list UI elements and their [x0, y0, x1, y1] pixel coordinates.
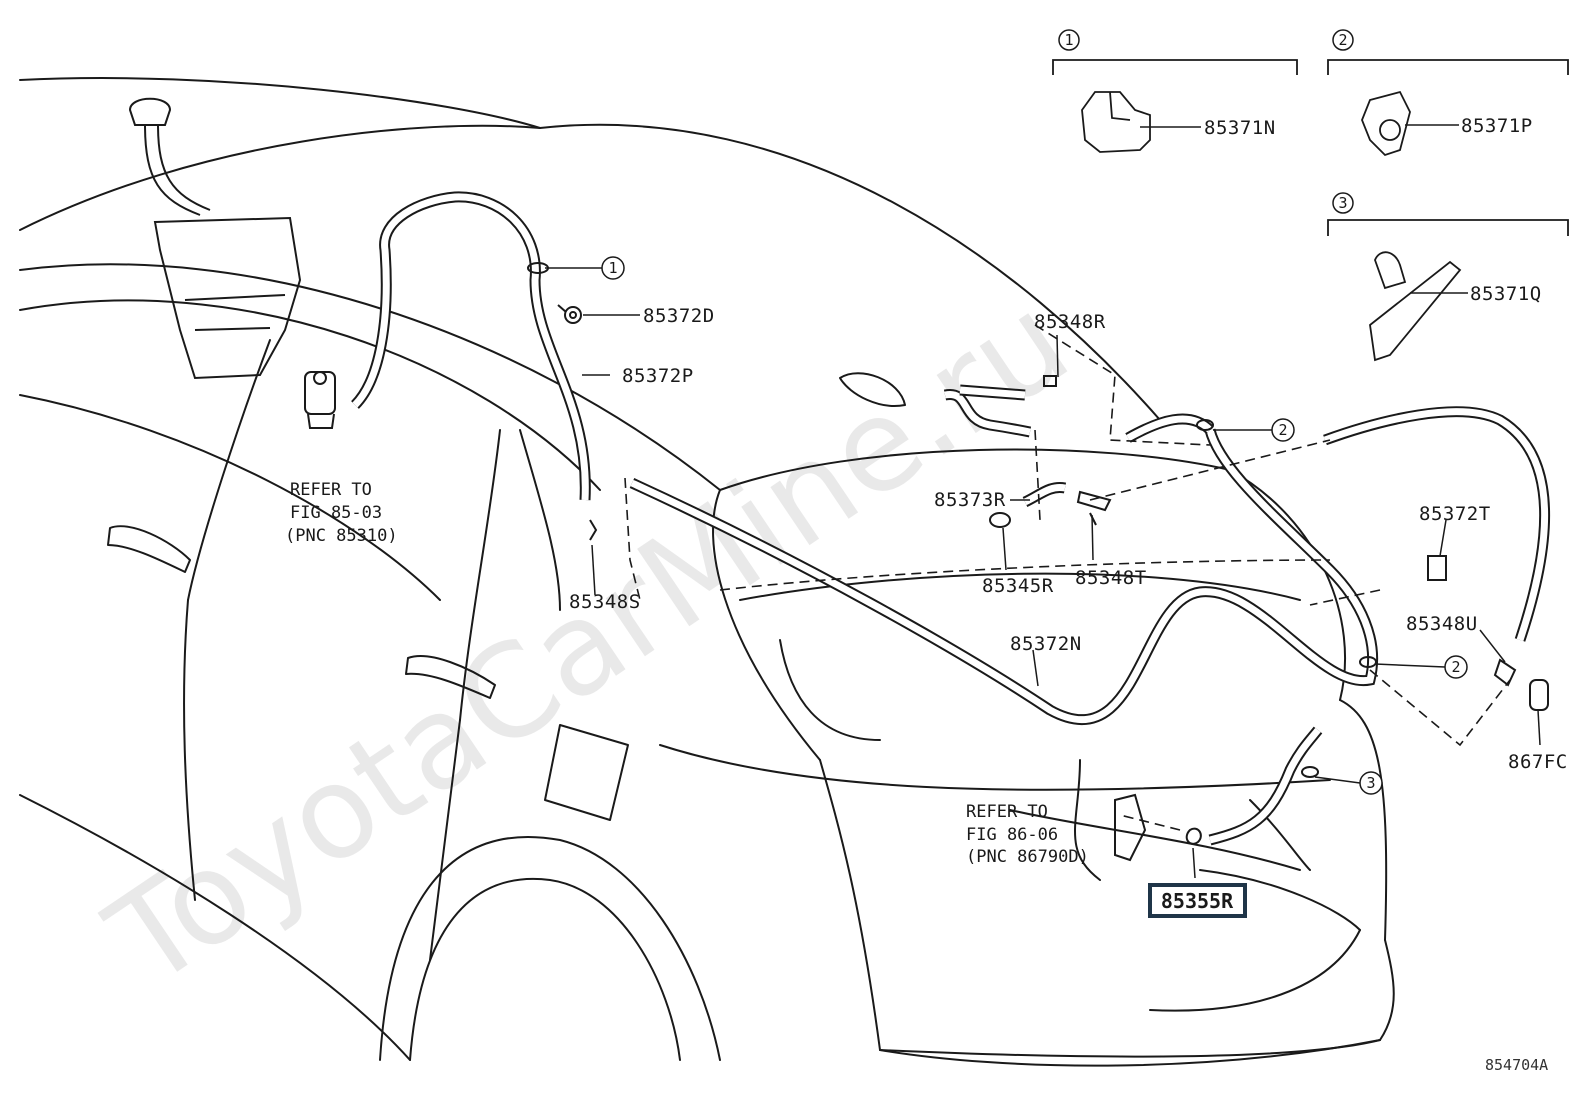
legend-callout-1: 1	[1058, 29, 1080, 51]
callout-1-hose: 1	[601, 256, 625, 280]
svg-text:(PNC 86790D): (PNC 86790D)	[966, 847, 1089, 867]
svg-text:1: 1	[1064, 31, 1073, 49]
part-label-85371P[interactable]: 85371P	[1461, 115, 1533, 137]
reference-note-fig-85-03: REFER TO FIG 85-03 (PNC 85310)	[285, 480, 398, 546]
legend-callout-3: 3	[1332, 192, 1354, 214]
svg-text:FIG 85-03: FIG 85-03	[290, 503, 382, 523]
part-label-85372D[interactable]: 85372D	[643, 305, 715, 327]
figure-id: 854704A	[1485, 1056, 1548, 1074]
washer-tank	[128, 97, 302, 380]
svg-text:3: 3	[1338, 194, 1347, 212]
callout-2-lower: 2	[1444, 655, 1468, 679]
callout-3-hatch: 3	[1359, 771, 1383, 795]
part-label-85348U[interactable]: 85348U	[1406, 613, 1478, 635]
part-label-85371N[interactable]: 85371N	[1204, 117, 1276, 139]
part-label-85373R[interactable]: 85373R	[934, 489, 1006, 511]
clip-legend	[1052, 59, 1569, 362]
svg-text:REFER TO: REFER TO	[290, 480, 372, 500]
callout-2-upper: 2	[1271, 418, 1295, 442]
part-label-85372P[interactable]: 85372P	[622, 365, 694, 387]
callout-circles: 1 2 3 1 2 2 3	[601, 29, 1468, 795]
svg-text:3: 3	[1366, 774, 1375, 792]
svg-text:85355R: 85355R	[1161, 889, 1234, 913]
part-labels: 85371N 85371P 85371Q 85372D 85372P 85348…	[569, 115, 1568, 773]
svg-text:(PNC 85310): (PNC 85310)	[285, 526, 398, 546]
highlighted-part-85355R[interactable]: 85355R	[1148, 883, 1247, 918]
washer-pump	[304, 371, 336, 429]
part-label-85345R[interactable]: 85345R	[982, 575, 1054, 597]
leader-lines	[545, 124, 1541, 879]
part-label-867FC[interactable]: 867FC	[1508, 751, 1568, 773]
part-label-85348R[interactable]: 85348R	[1034, 311, 1106, 333]
part-label-85348T[interactable]: 85348T	[1075, 567, 1147, 589]
part-label-85372T[interactable]: 85372T	[1419, 503, 1491, 525]
part-label-85371Q[interactable]: 85371Q	[1470, 283, 1542, 305]
legend-callout-2: 2	[1332, 29, 1354, 51]
svg-text:REFER TO: REFER TO	[966, 802, 1048, 822]
part-label-85372N[interactable]: 85372N	[1010, 633, 1082, 655]
svg-text:FIG 86-06: FIG 86-06	[966, 825, 1058, 845]
svg-text:2: 2	[1278, 421, 1287, 439]
part-label-85348S[interactable]: 85348S	[569, 591, 641, 613]
car-body-outline	[19, 77, 1395, 1067]
dashed-guides	[624, 324, 1511, 831]
reference-note-fig-86-06: REFER TO FIG 86-06 (PNC 86790D)	[966, 802, 1089, 867]
washer-hoses	[350, 191, 1551, 846]
svg-text:2: 2	[1338, 31, 1347, 49]
svg-text:2: 2	[1451, 658, 1460, 676]
svg-text:1: 1	[608, 259, 617, 277]
